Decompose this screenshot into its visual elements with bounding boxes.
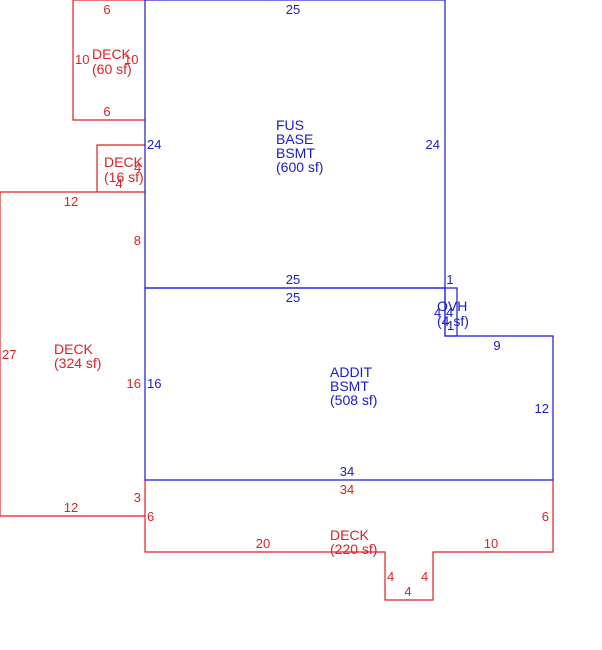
dim-fus-right: 24: [426, 137, 440, 152]
dim-d324-left: 27: [2, 347, 16, 362]
dim-d60-left: 10: [75, 52, 89, 67]
dim-ovh-top: 1: [446, 272, 453, 287]
deck-dimensions: 6 10 10 6 4 4 12 27 8 16 3 12 34 6 6 20 …: [2, 2, 549, 599]
dim-d220-notch-right: 4: [421, 569, 428, 584]
dim-d220-notch-bottom: 4: [404, 584, 411, 599]
dim-d324-mid-right: 16: [127, 376, 141, 391]
ovh-label: OVH (4 sf): [437, 298, 471, 329]
dim-d60-right: 10: [124, 52, 138, 67]
dim-d324-bottom: 12: [64, 500, 78, 515]
deck-324-outline: [0, 191, 145, 517]
dim-addit-right: 12: [535, 401, 549, 416]
deck-60-outline: [72, 0, 145, 121]
dim-d16-bottom: 4: [115, 176, 122, 191]
dim-fus-top: 25: [286, 2, 300, 17]
deck-220-outline: [144, 480, 554, 601]
ovh-outline: [444, 287, 458, 337]
dim-d324-top: 12: [64, 194, 78, 209]
deck-16-label: DECK (16 sf): [104, 154, 147, 185]
dim-addit-top: 25: [286, 290, 300, 305]
deck-60-label: DECK (60 sf): [92, 46, 135, 77]
fus-base-label: FUS BASE BSMT (600 sf): [276, 117, 323, 175]
dim-d60-bottom: 6: [103, 104, 110, 119]
dim-d220-bottom-left: 20: [256, 536, 270, 551]
dim-d220-notch-left: 4: [387, 569, 394, 584]
dim-ovh-left: 4: [434, 305, 441, 320]
deck-16-outline: [96, 144, 145, 192]
dim-fus-bottom: 25: [286, 272, 300, 287]
house-outlines: [144, 0, 554, 481]
dim-d60-top: 6: [103, 2, 110, 17]
dim-d220-bottom-right: 10: [484, 536, 498, 551]
dim-d220-top: 34: [340, 482, 354, 497]
dim-d220-left: 6: [147, 509, 154, 524]
dim-d324-lower-right: 3: [134, 490, 141, 505]
dim-fus-left: 24: [147, 137, 161, 152]
deck-outlines: [0, 0, 554, 601]
addit-bsmt-label: ADDIT BSMT (508 sf): [330, 364, 377, 408]
deck-324-label: DECK (324 sf): [54, 341, 101, 371]
dim-ovh-right: 4: [446, 305, 453, 320]
dim-addit-bottom: 34: [340, 464, 354, 479]
dim-ovh-bottom: 1: [447, 318, 454, 333]
dim-d220-right: 6: [542, 509, 549, 524]
dim-d16-right: 4: [134, 160, 141, 175]
deck-220-label: DECK (220 sf): [330, 527, 377, 557]
dim-addit-left: 16: [147, 376, 161, 391]
house-dimensions: 25 24 24 25 25 16 9 12 34 1 4 4 1: [147, 2, 549, 479]
dim-d324-upper-right: 8: [134, 233, 141, 248]
dim-addit-step: 9: [493, 338, 500, 353]
